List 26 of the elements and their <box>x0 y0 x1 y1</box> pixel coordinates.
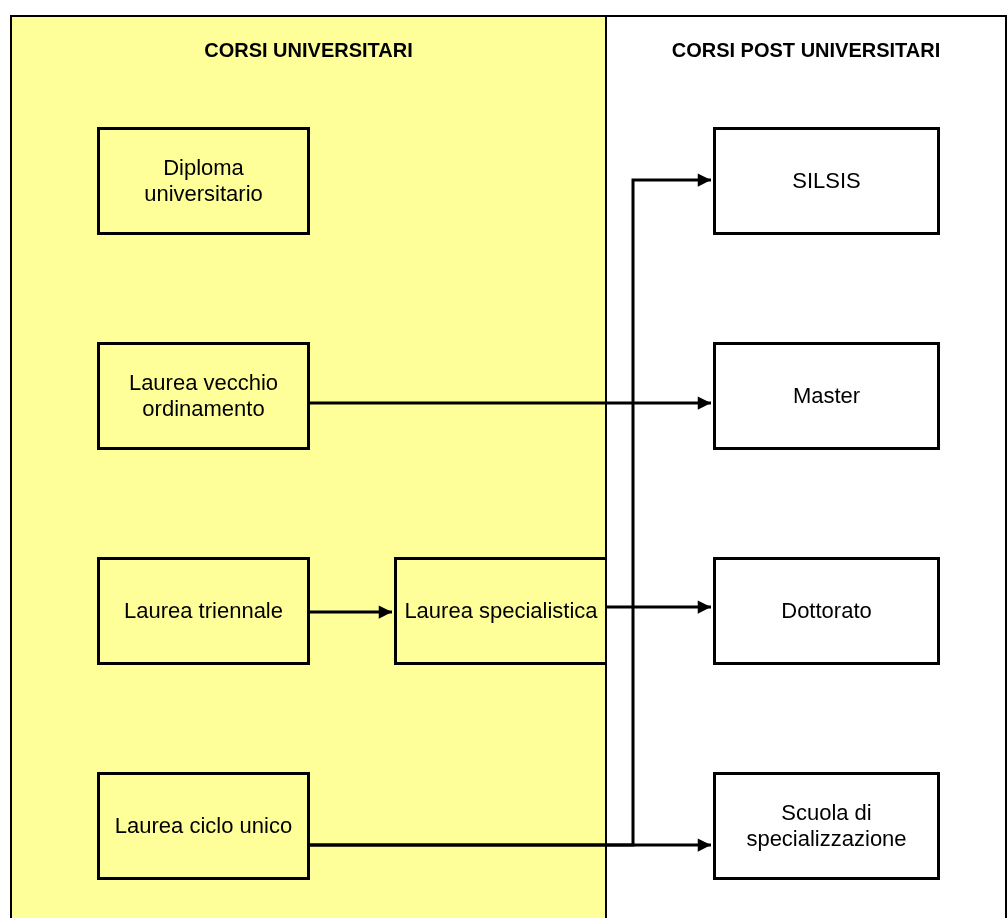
course-box <box>713 127 940 235</box>
arrow <box>308 605 392 619</box>
column-heading: CORSI UNIVERSITARI <box>203 39 414 62</box>
course-box <box>713 342 940 450</box>
arrow <box>308 173 711 847</box>
course-box <box>97 772 310 880</box>
course-name: Master <box>792 382 861 410</box>
course-box <box>97 127 310 235</box>
course-name: Laurea ciclo unico <box>114 812 293 840</box>
column-heading: CORSI POST UNIVERSITARI <box>670 39 942 62</box>
course-name: Scuola di specializzazione <box>745 799 908 853</box>
course-name: SILSIS <box>792 167 861 195</box>
course-box <box>97 557 310 665</box>
course-name: Diploma universitario <box>143 154 264 208</box>
course-name: Laurea specialistica <box>404 597 598 625</box>
course-name: Dottorato <box>781 597 872 625</box>
course-box <box>97 342 310 450</box>
column-panel <box>605 15 1007 918</box>
column-panel <box>10 15 607 918</box>
course-name: Laurea triennale <box>124 597 283 625</box>
course-box <box>713 772 940 880</box>
course-box <box>713 557 940 665</box>
course-name: Laurea vecchio ordinamento <box>127 369 280 423</box>
course-box <box>394 557 608 665</box>
arrow <box>605 600 711 614</box>
arrow <box>308 396 711 410</box>
